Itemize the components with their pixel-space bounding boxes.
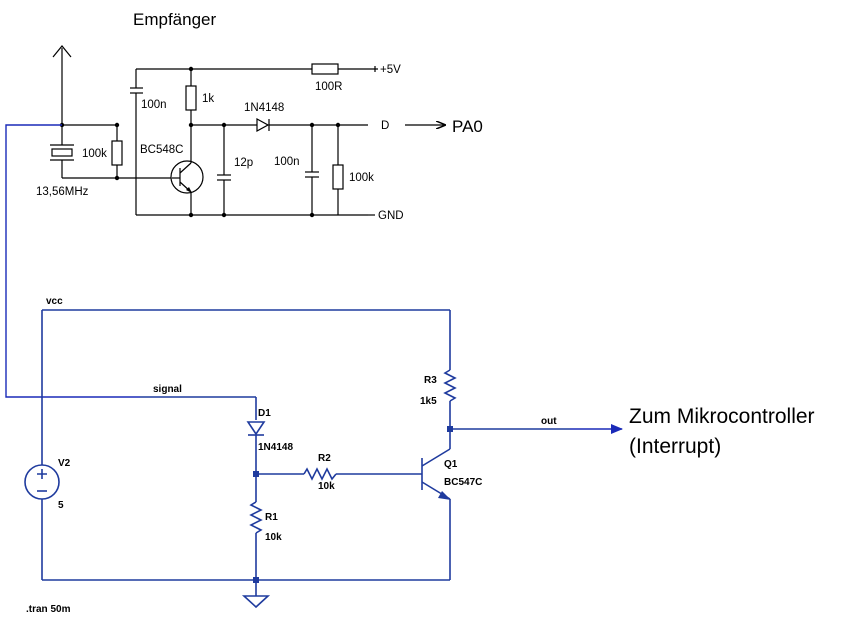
diode-receiver-label: 1N4148 bbox=[244, 102, 284, 114]
receiver-schematic: Empfänger +5V 100R 100n 1k bbox=[36, 10, 483, 222]
resistor-100k-left-label: 100k bbox=[82, 148, 107, 160]
r3-value: 1k5 bbox=[420, 396, 437, 407]
transistor-bc548c-label: BC548C bbox=[140, 144, 183, 156]
v2-value: 5 bbox=[58, 500, 64, 511]
ground-symbol bbox=[241, 580, 271, 609]
annotation-line-2: (Interrupt) bbox=[629, 435, 721, 458]
transistor-bc548c bbox=[170, 155, 204, 215]
antenna-symbol bbox=[52, 45, 72, 125]
annotation-line-1: Zum Mikrocontroller bbox=[629, 405, 815, 428]
r3-name: R3 bbox=[424, 375, 437, 386]
resistor-100k-right bbox=[332, 164, 344, 190]
resistor-r3 bbox=[443, 369, 457, 402]
resistor-100k-left bbox=[111, 140, 123, 166]
diode-1n4148-receiver bbox=[256, 117, 270, 133]
capacitor-12p-label: 12p bbox=[234, 157, 253, 169]
capacitor-100n-right-label: 100n bbox=[274, 156, 300, 168]
d1-name: D1 bbox=[258, 408, 271, 419]
v2-name: V2 bbox=[58, 458, 71, 469]
receiver-title: Empfänger bbox=[133, 10, 216, 29]
d1-value: 1N4148 bbox=[258, 442, 293, 453]
transistor-q1 bbox=[421, 448, 451, 500]
plus5v-label: +5V bbox=[380, 64, 401, 76]
resistor-100r-label: 100R bbox=[315, 81, 343, 93]
pa0-label: PA0 bbox=[452, 117, 483, 136]
tran-directive: .tran 50m bbox=[26, 604, 71, 615]
capacitor-100n-top-label: 100n bbox=[141, 99, 167, 111]
d-output-label: D bbox=[381, 120, 389, 132]
r2-value: 10k bbox=[318, 481, 335, 492]
out-label: out bbox=[541, 416, 557, 427]
vcc-label: vcc bbox=[46, 296, 63, 307]
r1-name: R1 bbox=[265, 512, 278, 523]
resistor-100k-right-label: 100k bbox=[349, 172, 374, 184]
resistor-r2 bbox=[303, 467, 337, 481]
plus5v-marker bbox=[372, 66, 378, 72]
interrupt-circuit: vcc V2 5 signal D1 1N4148 R2 10k bbox=[24, 296, 623, 615]
voltage-source-v2 bbox=[24, 464, 60, 500]
resistor-1k-label: 1k bbox=[202, 93, 214, 105]
q1-value: BC547C bbox=[444, 477, 482, 488]
r1-value: 10k bbox=[265, 532, 282, 543]
signal-connection-wire bbox=[5, 124, 140, 398]
signal-label: signal bbox=[153, 384, 182, 395]
q1-name: Q1 bbox=[444, 459, 458, 470]
diode-d1 bbox=[246, 421, 266, 436]
crystal-13-56mhz bbox=[50, 125, 74, 178]
r2-name: R2 bbox=[318, 453, 331, 464]
resistor-100r bbox=[311, 63, 339, 75]
crystal-label: 13,56MHz bbox=[36, 186, 89, 198]
resistor-r1 bbox=[249, 501, 263, 534]
resistor-1k bbox=[185, 85, 197, 111]
gnd-label: GND bbox=[378, 210, 404, 222]
